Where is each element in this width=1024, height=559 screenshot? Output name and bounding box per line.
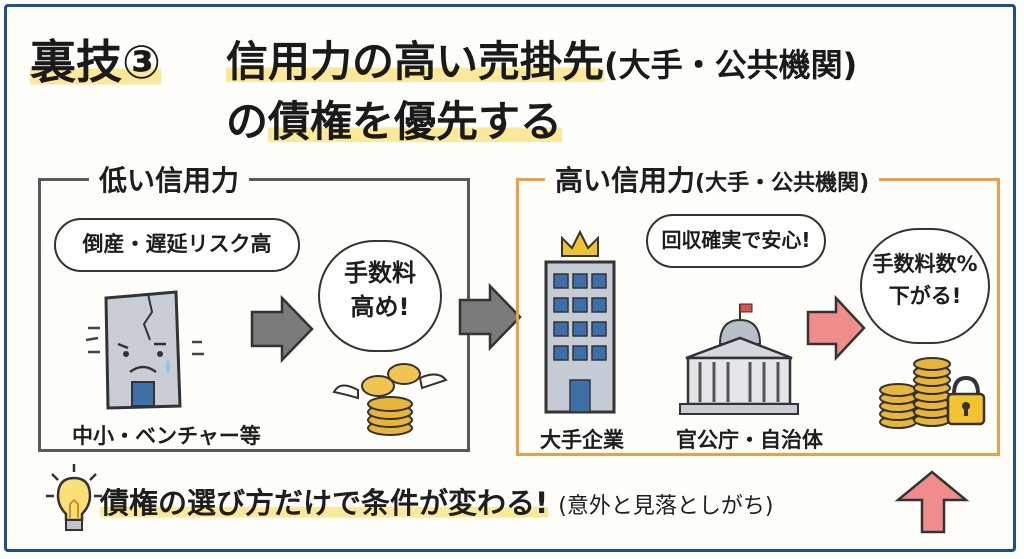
- safe-bubble: 回収確実で安心!: [646, 214, 826, 268]
- panel-low-title: 低い信用力: [89, 159, 250, 199]
- arrow-icon: [250, 294, 314, 364]
- arrow-icon: [806, 294, 866, 362]
- panel-low-credit: 低い信用力: [38, 159, 470, 452]
- footer-message: 債権の選び方だけで条件が変わる!(意外と見落としがち): [100, 486, 774, 520]
- arrow-icon: [458, 282, 522, 352]
- fee-down-bubble: 手数料数% 下がる!: [860, 228, 990, 344]
- technique-tag: 裏技③: [30, 35, 161, 89]
- page-title-line2: の債権を優先する: [226, 97, 563, 146]
- winged-coins-icon: [332, 363, 448, 436]
- lightbulb-icon: [46, 464, 102, 531]
- government-building-icon: [679, 303, 799, 415]
- government-label: 官公庁・自治体: [676, 428, 823, 452]
- crowned-building-icon: [544, 229, 616, 414]
- arrow-icon: [894, 470, 970, 534]
- panel-high-credit: 高い信用力(大手・公共機関): [516, 159, 1000, 456]
- card-frame: [4, 4, 1016, 552]
- cracked-building-icon: [85, 290, 204, 410]
- panel-high-title: 高い信用力(大手・公共機関): [545, 159, 880, 199]
- fee-high-bubble: 手数料 高め!: [318, 240, 442, 352]
- footer-note: (意外と見落としがち): [558, 494, 774, 519]
- sme-label: 中小・ベンチャー等: [72, 424, 261, 448]
- page-title-line1: 信用力の高い売掛先(大手・公共機関): [226, 37, 858, 86]
- coin-lock-icon: [879, 357, 986, 429]
- big-company-label: 大手企業: [540, 428, 624, 452]
- title-paren: (大手・公共機関): [604, 46, 858, 84]
- risk-bubble: 倒産・遅延リスク高: [54, 218, 300, 272]
